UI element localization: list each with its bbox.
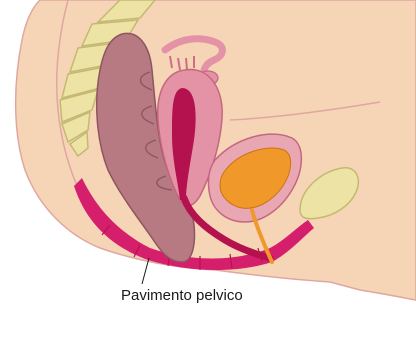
pelvic-floor-label: Pavimento pelvico xyxy=(121,287,243,304)
label-leader-line xyxy=(142,258,149,284)
